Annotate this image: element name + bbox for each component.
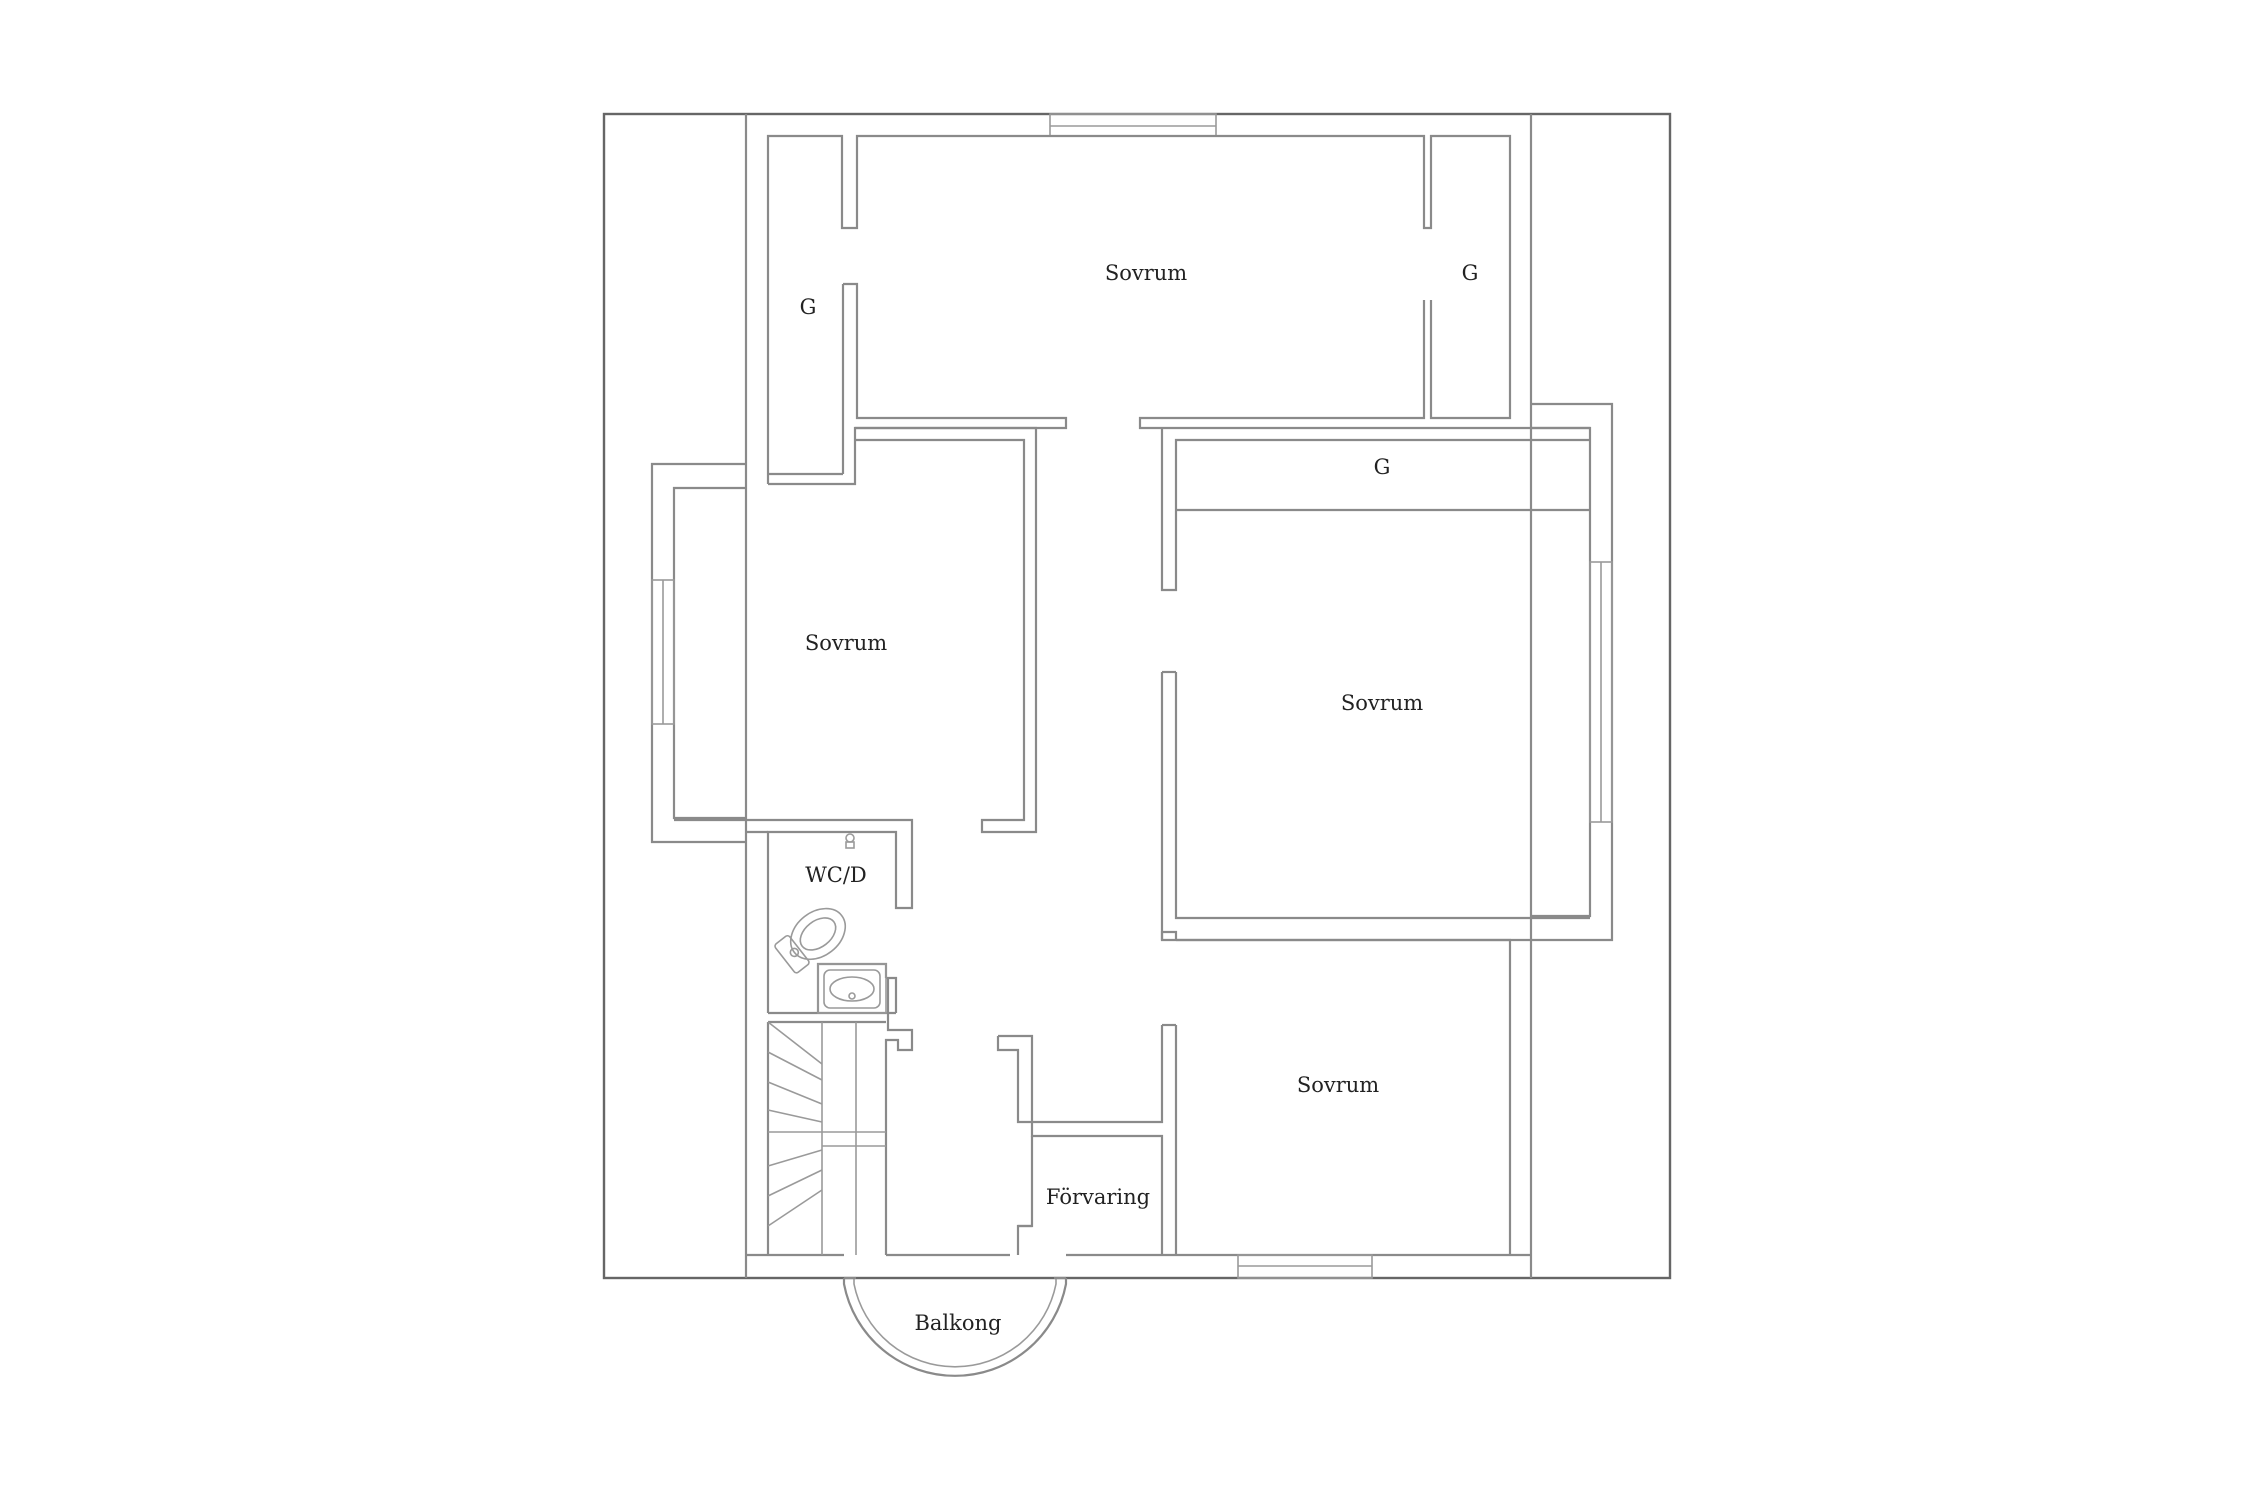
label-closet-top-right: G (1462, 261, 1479, 285)
right-bedroom-walls (1160, 426, 1590, 942)
balcony (842, 1276, 1068, 1377)
wc-stair-walls (746, 830, 914, 1257)
left-bedroom-walls (674, 426, 1038, 1013)
window-top (1049, 113, 1217, 137)
bottom-bedroom-walls (996, 930, 1512, 1255)
windows (651, 113, 1613, 1279)
label-bedroom-top: Sovrum (1105, 261, 1187, 285)
label-closet-right: G (1374, 455, 1391, 479)
label-wc: WC/D (805, 863, 867, 887)
label-bedroom-right: Sovrum (1341, 691, 1423, 715)
label-balcony: Balkong (914, 1311, 1001, 1335)
toilet-icon (774, 907, 847, 974)
stairs (767, 1021, 886, 1255)
label-closet-top-left: G (800, 295, 817, 319)
label-storage: Förvaring (1046, 1185, 1150, 1209)
shower-icon (845, 833, 855, 849)
exterior-walls (650, 402, 1614, 1257)
top-bedroom-walls (766, 134, 1512, 486)
label-bedroom-left: Sovrum (805, 631, 887, 655)
label-bedroom-bottom: Sovrum (1297, 1073, 1379, 1097)
room-labels: Sovrum G G G Sovrum Sovrum Sovrum WC/D F… (800, 261, 1479, 1335)
sink-icon (817, 963, 887, 1014)
